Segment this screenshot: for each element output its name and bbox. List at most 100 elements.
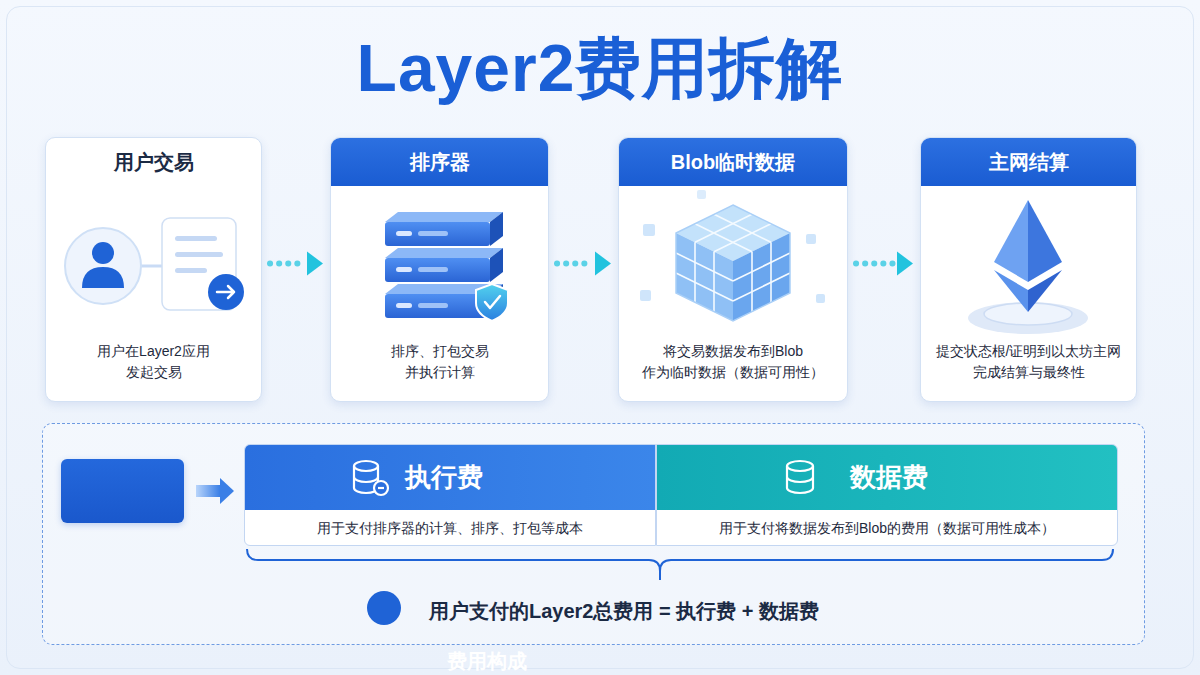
server-stack-icon (490, 284, 503, 318)
step-description: 排序、打包交易 并执行计算 (370, 341, 510, 383)
sum-bracket (247, 549, 1113, 580)
blob-cube-icon (694, 242, 696, 302)
blob-cube-icon (713, 252, 715, 312)
user-icon (65, 228, 141, 304)
blob-cube-icon (676, 233, 733, 321)
document-icon (217, 286, 234, 298)
arrow-head (595, 252, 611, 276)
blob-cube-icon (714, 214, 771, 242)
step-card: 用户交易用户在Layer2应用 发起交易 (45, 137, 262, 402)
server-stack-icon (385, 212, 503, 222)
step-heading: 排序器 (331, 138, 548, 186)
dotted-shaft (270, 261, 305, 267)
blob-cube-icon (714, 224, 771, 252)
flow-arrow (856, 252, 913, 276)
fee-region: 用户支付的Layer2总费用 = 执行费 + 数据费 费用构成执行费用于支付排序器… (42, 423, 1145, 645)
user-icon (65, 228, 162, 304)
sum-bracket (247, 549, 1113, 571)
fee-description: 用于支付排序器的计算、排序、打包等成本 (245, 510, 655, 546)
ethereum-icon (984, 303, 1072, 325)
flow-arrow (196, 478, 234, 504)
server-stack-icon (490, 248, 503, 282)
server-stack-icon (476, 284, 508, 321)
blob-cube-icon (733, 273, 790, 301)
server-stack-icon (485, 296, 500, 308)
server-stack-icon (418, 231, 448, 236)
execution-fee-icon (374, 481, 388, 495)
document-icon (175, 236, 217, 241)
step-heading: 用户交易 (46, 138, 261, 186)
server-stack-icon (396, 303, 412, 308)
arrow-shaft (196, 485, 220, 497)
blob-cube-icon (695, 224, 752, 252)
blob-cube-icon (770, 242, 772, 302)
server-stack-icon (385, 248, 503, 258)
document-icon (162, 218, 244, 310)
data-fee-icon (787, 466, 813, 493)
arrow-head (220, 478, 234, 504)
fee-panel: 执行费用于支付排序器的计算、排序、打包等成本 (244, 444, 656, 546)
execution-fee-icon (378, 487, 384, 489)
arrow-head (897, 252, 913, 276)
ethereum-icon (1028, 200, 1062, 282)
document-icon (175, 252, 223, 257)
server-stack-icon (385, 222, 490, 246)
step-card: Blob临时数据将交易数据发布到Blob 作为临时数据（数据可用性） (618, 137, 848, 402)
blob-cube-icon (640, 190, 825, 321)
blob-cube-icon (676, 205, 790, 261)
total-formula: 用户支付的Layer2总费用 = 执行费 + 数据费 (429, 594, 819, 628)
blob-cube-icon (676, 253, 733, 281)
blob-cube-icon (643, 224, 655, 236)
fee-name: 执行费 (245, 445, 655, 510)
execution-fee-icon (354, 466, 378, 493)
step-description: 将交易数据发布到Blob 作为临时数据（数据可用性） (627, 341, 839, 383)
ethereum-icon (994, 200, 1028, 282)
step-heading: 主网结算 (921, 138, 1136, 186)
ethereum-icon (994, 270, 1028, 312)
data-fee-icon (787, 461, 813, 493)
server-stack-icon (385, 294, 490, 318)
server-stack-icon (490, 212, 503, 246)
ethereum-icon (1028, 270, 1062, 312)
blob-cube-icon (640, 290, 651, 301)
server-stack-icon (385, 284, 503, 294)
fee-panel: 数据费用于支付将数据发布到Blob的费用（数据可用性成本） (656, 444, 1118, 546)
fee-name: 数据费 (657, 445, 1117, 510)
currency-badge: ¥ (367, 591, 401, 625)
diagram-title: Layer2费用拆解 (0, 22, 1200, 114)
flow-arrow (270, 252, 323, 276)
fee-label-box: 费用构成 (61, 459, 184, 523)
blob-cube-icon (806, 234, 816, 244)
dotted-shaft (557, 261, 593, 267)
user-icon (141, 265, 162, 268)
blob-cube-icon (816, 294, 825, 303)
step-description: 提交状态根/证明到以太坊主网 完成结算与最终性 (931, 341, 1127, 383)
execution-fee-icon (354, 461, 378, 471)
blob-cube-icon (733, 233, 790, 321)
data-fee-icon (787, 461, 813, 471)
step-card: 排序器排序、打包交易 并执行计算 (330, 137, 549, 402)
server-stack-icon (396, 231, 412, 236)
server-stack-icon (385, 258, 490, 282)
dotted-shaft (856, 261, 895, 267)
step-description: 用户在Layer2应用 发起交易 (74, 341, 234, 383)
document-icon (208, 274, 244, 310)
blob-cube-icon (676, 273, 733, 301)
step-card: 主网结算提交状态根/证明到以太坊主网 完成结算与最终性 (920, 137, 1137, 402)
user-icon (82, 267, 124, 288)
flow-arrow (557, 252, 611, 276)
fee-label: 费用构成 (447, 629, 527, 663)
ethereum-icon (968, 200, 1088, 334)
blob-cube-icon (733, 253, 790, 281)
fee-description: 用于支付将数据发布到Blob的费用（数据可用性成本） (657, 510, 1117, 546)
document-icon (175, 268, 207, 273)
server-stack-icon (396, 267, 412, 272)
user-icon (92, 242, 114, 264)
step-heading: Blob临时数据 (619, 138, 847, 186)
arrow-head (307, 252, 323, 276)
server-stack-icon (418, 303, 448, 308)
server-stack-icon (418, 267, 448, 272)
blob-cube-icon (676, 205, 790, 321)
blob-cube-icon (697, 190, 706, 199)
